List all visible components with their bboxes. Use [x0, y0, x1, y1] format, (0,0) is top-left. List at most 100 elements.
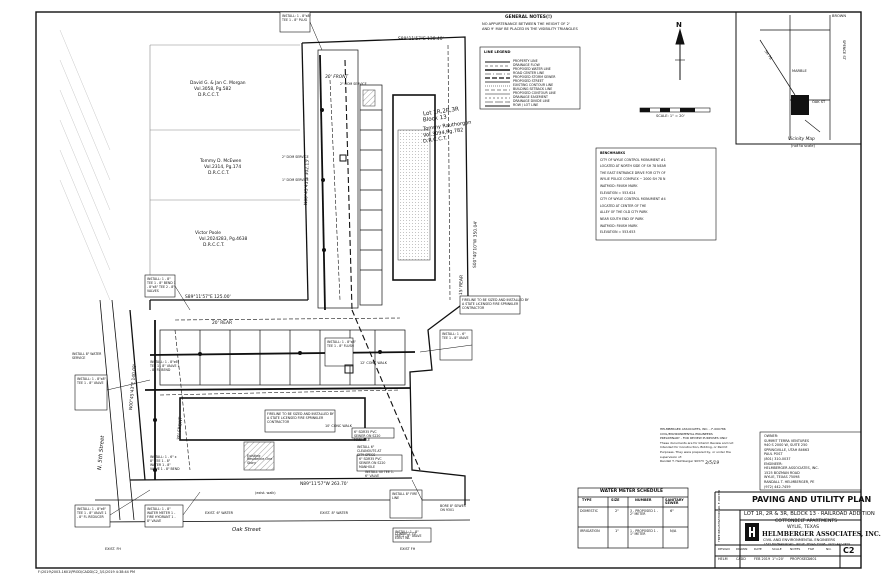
meter-number: 3 - PROPOSED 1 - 2" METER	[630, 509, 658, 517]
meta-value: 1"=20'	[772, 557, 784, 561]
legend-item: PROPOSED CONTOUR LINE	[513, 91, 556, 95]
meter-type: IRRIGATION	[580, 529, 600, 533]
vicinity-street-brown: BROWN	[832, 14, 847, 18]
vicinity-roads	[759, 15, 831, 140]
callout-text: FIRELINE TO BE SIZED AND INSTALLED BY A …	[462, 298, 529, 310]
existing-residence	[243, 441, 275, 471]
vicinity-subtitle: (not to scale)	[791, 144, 815, 148]
owner-block-line: OWNER:	[764, 434, 779, 438]
meter-size: 2"	[615, 509, 619, 513]
vicinity-street-spence: SPENCE ST	[842, 40, 846, 60]
existing-label: EXIST. 8" WATER	[320, 511, 349, 515]
legend-box	[479, 46, 581, 110]
sewer-lines	[344, 59, 421, 471]
vicinity-street-marble: MARBLE	[792, 69, 807, 73]
callout-text: INSTALL: 1 - 8" WATER METER 1 - FIRE HYD…	[147, 507, 176, 523]
owner-block-line: RANDALL T. HELMBERGER, PE	[764, 480, 815, 484]
owner-label-line: Vol.2314, Pg.174	[204, 165, 242, 170]
existing-label: 10' CONC WALK	[325, 424, 352, 428]
project-city: WYLIE, TEXAS	[787, 525, 819, 530]
vicinity-street-oak: OAK ST	[812, 100, 826, 104]
existing-label: EXIST FH	[400, 547, 416, 551]
meta-header: NOTES	[790, 547, 801, 551]
callout-text: INSTALL: 1 - 8"x8" TEE 1 - 8" VALVE	[77, 377, 106, 385]
existing-label: Existing Residence One Story	[247, 454, 273, 465]
project-name: COTTONBELT APARTMENTS	[775, 519, 838, 524]
callout-text: INSTALL: 1 - 6" x 8" TEE 1 - 8" WATER 1 …	[150, 455, 180, 471]
building-south	[179, 397, 366, 441]
meter-header: TYPE	[582, 498, 592, 502]
meta-header: DESIGN	[718, 547, 730, 551]
meter-header: NUMBER	[635, 498, 652, 502]
legend-item: EXISTING CONTOUR LINE	[513, 83, 554, 87]
benchmark-line: NEAR SOUTH END OF PARK	[600, 217, 644, 221]
owner-block-line: 940 S 2000 W, SUITE 250	[764, 443, 808, 448]
callout-text: INSTALL 6" CLEANOUTS AT CITY SPECS	[357, 445, 382, 457]
callout-text: INSTALL: 1 - 8"x8" TEE 1 - 8" PLUG	[282, 14, 311, 22]
meta-value: HELM	[718, 557, 728, 561]
legend-item: DRAINAGE DIVIDE LINE	[513, 99, 550, 103]
meta-value: 1601	[808, 557, 817, 561]
owner-block-line: SPRINGVILLE, UTAH 84663	[764, 447, 810, 452]
meta-header: FILE	[808, 547, 815, 551]
owner-block-line: 1525 BOZMAN ROAD	[764, 470, 800, 475]
callout-text: INSTALL 8" WATER SERVICE	[72, 352, 102, 360]
callout-text: 6" SDR35 PVC SEWER ON S220 MANHOLE	[359, 457, 386, 469]
benchmark-line: CITY OF WYLIE CONTROL MONUMENT #1	[600, 157, 666, 162]
meta-value: PROPOSED	[790, 557, 809, 561]
callout-text: 2" DOM SERVICE	[282, 155, 309, 159]
callout-text: BORE 8" SEWER ON 9301	[440, 504, 466, 512]
scale-label: SCALE: 1" = 20'	[656, 114, 685, 118]
firm-sub: CIVIL AND ENVIRONMENTAL ENGINEERS	[763, 538, 836, 542]
callout-text: INSTALL: 1 - 8"x6" TEE 1 - 8" VALVE 1 - …	[77, 507, 107, 519]
building-north	[392, 94, 436, 281]
seal-line: Purposes. They were prepared by, or unde…	[660, 450, 731, 454]
neighbor-parcels	[149, 44, 300, 290]
valve-markers	[153, 108, 382, 472]
footer-path: F:\2019\2003-1601\PROD\CADD\C2_3/1/2019 …	[38, 570, 135, 574]
callout-text: INSTALL: 1 - 8" TEE 1 - 8" VALVE	[395, 530, 422, 538]
legend-title: LINE LEGEND	[484, 50, 511, 54]
callout-text: FIRELINE TO BE SIZED AND INSTALLED BY A …	[267, 412, 334, 424]
lower-parking	[159, 329, 406, 386]
benchmark-line: ALLEY OF THE OLD CITY PARK	[600, 210, 648, 215]
benchmark-line: LOCATED AT CENTER OF THE	[600, 203, 647, 208]
owner-block-line: ENGINEER:	[764, 461, 783, 466]
owner-block-line: (972) 442-7459	[764, 484, 791, 489]
scale-bar	[639, 107, 711, 113]
setback-lines	[159, 44, 451, 471]
legend-item: ROW / LOT LINE	[513, 103, 539, 107]
callout-text: INSTALL: 1 - 8"x8" TEE 1 - 8" FLUSH	[327, 340, 356, 348]
owner-label-line: Tommy D. McEwen	[200, 159, 242, 164]
meter-header: SIZE	[611, 498, 620, 502]
owner-label-line: Vol.3058, Pg.582	[194, 87, 232, 92]
owner-label-line: D.R.C.C.T.	[203, 243, 225, 248]
general-notes-heading: GENERAL NOTES(!)	[505, 15, 552, 20]
benchmark-line: WYLIE POLICE COMPLEX ~ 2000 SH 78 N	[600, 177, 666, 182]
benchmark-line: LOCATED AT NORTH SIDE OF SH 78 NEAR	[600, 164, 666, 169]
north-letter: N	[676, 21, 682, 29]
meter-sewer: N/A	[670, 529, 677, 533]
general-notes-line-1: NO APPURTENANCE BETWEEN THE HEIGHT OF 2'	[482, 22, 570, 26]
seal-line: These documents are for Interim Review a…	[660, 440, 734, 445]
seal-date: 3/5/19	[705, 461, 720, 466]
legend-item: PROPOSED WATER LINE	[513, 67, 551, 71]
meter-sewer: 6"	[670, 509, 674, 513]
benchmark-line: WATMOD: FINISH MARK	[600, 184, 638, 188]
owner-block-line: HELMBERGER ASSOCIATES, INC.	[764, 466, 819, 471]
seal-line: Randall T. Helmberger 90373	[660, 459, 704, 464]
owner-label-line: Vol.2024283, Pg.4638	[199, 237, 248, 242]
meta-value: FEB 2019	[754, 557, 771, 561]
title-block-frame	[714, 491, 861, 568]
callout-text: INSTALL 40 TEE 1-6" VALVE	[365, 470, 395, 478]
bearing-east-rear: 15' REAR	[459, 274, 465, 296]
legend-item: DRAINAGE EASEMENT	[513, 95, 548, 99]
firm-name: HELMBERGER ASSOCIATES, INC.	[762, 531, 881, 538]
existing-label: 12' CONC WALK	[360, 361, 387, 365]
meter-table-frame	[577, 487, 689, 549]
vicinity-box	[735, 11, 862, 145]
benchmark-line: ELEVATION = 553.653	[600, 230, 636, 235]
meter-size: 1"	[615, 529, 619, 533]
seal-line: Intended for Construction, Bidding, or P…	[660, 445, 728, 450]
